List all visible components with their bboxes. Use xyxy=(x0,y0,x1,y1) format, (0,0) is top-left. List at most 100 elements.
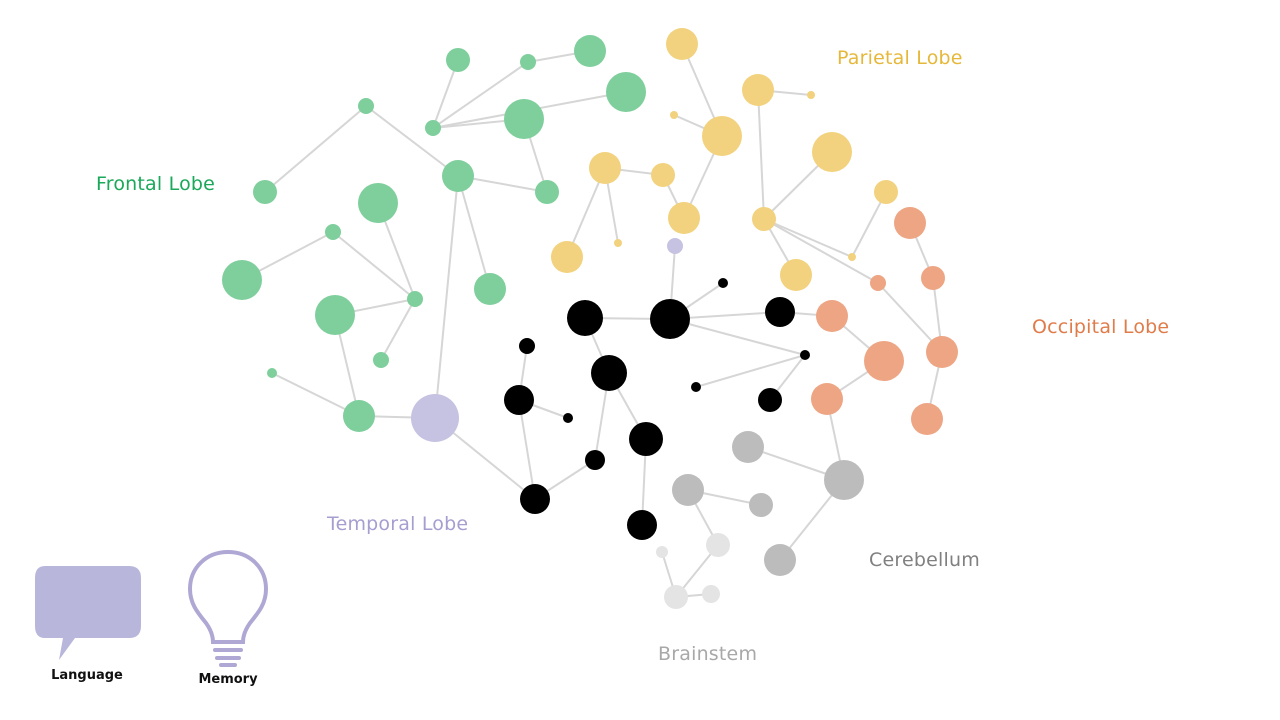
cerebellum-node xyxy=(749,493,773,517)
parietal-node xyxy=(812,132,852,172)
core-node xyxy=(519,338,535,354)
brainstem-node xyxy=(656,546,668,558)
edge-k9-k7 xyxy=(695,354,806,388)
edge-p6-p12 xyxy=(566,167,606,258)
occipital-node xyxy=(894,207,926,239)
occipital-node xyxy=(926,336,958,368)
cerebellum-node xyxy=(732,431,764,463)
parietal-node xyxy=(848,253,856,261)
parietal-node xyxy=(807,91,815,99)
frontal-lobe-label: Frontal Lobe xyxy=(96,173,216,195)
frontal-node xyxy=(373,352,389,368)
frontal-node xyxy=(425,120,441,136)
edge-f12-f14 xyxy=(332,231,416,300)
parietal-node xyxy=(668,202,700,234)
parietal-node xyxy=(780,259,812,291)
core-node xyxy=(691,382,701,392)
frontal-node xyxy=(222,260,262,300)
edge-f18-f19 xyxy=(271,372,360,417)
frontal-node xyxy=(442,160,474,192)
brainstem-label: Brainstem xyxy=(658,643,758,665)
parietal-node xyxy=(670,111,678,119)
brainstem-node xyxy=(664,585,688,609)
parietal-node xyxy=(651,163,675,187)
brainstem-node xyxy=(702,585,720,603)
edge-k8-k14 xyxy=(518,399,536,500)
frontal-node xyxy=(325,224,341,240)
parietal-node xyxy=(551,241,583,273)
edge-f7-f9 xyxy=(365,105,459,177)
frontal-node xyxy=(407,291,423,307)
cerebellum-label: Cerebellum xyxy=(869,549,980,571)
edge-p2-p11 xyxy=(757,89,765,220)
edge-f9-t1 xyxy=(434,175,459,419)
frontal-node xyxy=(267,368,277,378)
core-node xyxy=(650,299,690,339)
cerebellum-node xyxy=(764,544,796,576)
frontal-node xyxy=(358,98,374,114)
edge-f1-f6 xyxy=(432,59,459,129)
frontal-node xyxy=(253,180,277,204)
cerebellum-node xyxy=(672,474,704,506)
occipital-lobe-label: Occipital Lobe xyxy=(1032,316,1170,338)
legend-language: Language xyxy=(28,562,146,683)
node-layer xyxy=(222,28,958,609)
core-node xyxy=(504,385,534,415)
edge-p10-p14 xyxy=(851,191,887,258)
frontal-node xyxy=(343,400,375,432)
parietal-node xyxy=(742,74,774,106)
parietal-node xyxy=(666,28,698,60)
edge-f2-f6 xyxy=(432,61,529,129)
occipital-node xyxy=(911,403,943,435)
frontal-node xyxy=(474,273,506,305)
core-node xyxy=(765,297,795,327)
legend-memory: Memory xyxy=(178,548,278,687)
parietal-node xyxy=(702,116,742,156)
cerebellum-node xyxy=(824,460,864,500)
frontal-node xyxy=(446,48,470,72)
temporal-node xyxy=(667,238,683,254)
frontal-node xyxy=(358,183,398,223)
temporal-node xyxy=(411,394,459,442)
edge-f9-f16 xyxy=(457,175,491,290)
parietal-node xyxy=(874,180,898,204)
frontal-node xyxy=(574,35,606,67)
edge-p11-p14 xyxy=(763,218,853,258)
edge-f14-f17 xyxy=(380,298,416,361)
temporal-lobe-label: Temporal Lobe xyxy=(327,513,469,535)
occipital-node xyxy=(811,383,843,415)
core-node xyxy=(627,510,657,540)
edge-k2-k7 xyxy=(669,318,806,356)
edge-p11-o3 xyxy=(763,218,879,284)
edge-f7-f8 xyxy=(264,105,367,193)
legend-language-label: Language xyxy=(51,668,123,683)
core-node xyxy=(591,355,627,391)
core-node xyxy=(718,278,728,288)
frontal-node xyxy=(504,99,544,139)
brainstem-node xyxy=(706,533,730,557)
legend-memory-label: Memory xyxy=(198,672,258,687)
core-node xyxy=(567,300,603,336)
occipital-node xyxy=(864,341,904,381)
frontal-node xyxy=(606,72,646,112)
frontal-node xyxy=(315,295,355,335)
parietal-node xyxy=(589,152,621,184)
occipital-node xyxy=(921,266,945,290)
occipital-node xyxy=(870,275,886,291)
core-node xyxy=(758,388,782,412)
frontal-node xyxy=(535,180,559,204)
parietal-node xyxy=(614,239,622,247)
core-node xyxy=(520,484,550,514)
core-node xyxy=(800,350,810,360)
speech-bubble-icon xyxy=(35,566,141,660)
frontal-node xyxy=(520,54,536,70)
core-node xyxy=(563,413,573,423)
parietal-node xyxy=(752,207,776,231)
core-node xyxy=(585,450,605,470)
occipital-node xyxy=(816,300,848,332)
parietal-lobe-label: Parietal Lobe xyxy=(837,47,963,69)
core-node xyxy=(629,422,663,456)
lightbulb-icon xyxy=(187,549,269,667)
